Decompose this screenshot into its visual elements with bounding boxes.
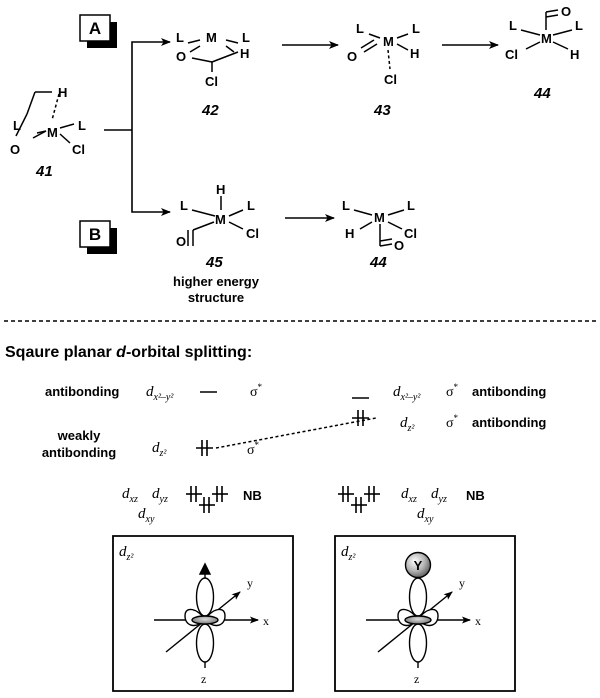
- atom-cl: Cl: [404, 226, 417, 241]
- atom-l-right: L: [242, 30, 250, 45]
- atom-cl: Cl: [384, 72, 397, 87]
- structure-42: L M L O H Cl 42: [176, 30, 250, 119]
- compound-number-43: 43: [373, 102, 391, 119]
- atom-cl: Cl: [205, 74, 218, 89]
- orbital-dxz-left: dxz: [122, 486, 138, 505]
- atom-l-right: L: [247, 198, 255, 213]
- box-label-dz2-right: dz²: [341, 544, 356, 563]
- label-antibonding-dz2-right: antibonding: [472, 415, 546, 430]
- sigma-dz2-left: σ*: [247, 440, 260, 458]
- atom-l-left: L: [356, 21, 364, 36]
- structure-45: H L M L O Cl 45 higher energy structure: [173, 182, 260, 305]
- atom-cl: Cl: [505, 47, 518, 62]
- sigma-dx2y2-left: σ*: [250, 382, 263, 400]
- axis-z-right: z: [414, 672, 419, 686]
- atom-m: M: [383, 34, 394, 49]
- atom-l-left: L: [180, 198, 188, 213]
- pathway-a-label: A: [80, 15, 117, 48]
- orbital-dx2y2-right: dx²–y²: [393, 384, 421, 403]
- label-nb-right: NB: [466, 488, 485, 503]
- atom-l-left: L: [13, 118, 21, 133]
- atom-m: M: [215, 212, 226, 227]
- orbital-dz2-right: dz²: [400, 415, 415, 434]
- structure-44-top: O L M L Cl H 44: [505, 4, 583, 102]
- atom-o: O: [176, 234, 186, 249]
- atom-h: H: [570, 47, 579, 62]
- label-antibonding-dx2y2-left: antibonding: [45, 384, 119, 399]
- sigma-dx2y2-right: σ*: [446, 382, 459, 400]
- atom-h: H: [345, 226, 354, 241]
- pathway-a-letter: A: [89, 19, 101, 38]
- structure-41: H L M L O Cl 41: [10, 85, 86, 180]
- label-antibonding-dz2-left: antibonding: [42, 445, 116, 460]
- atom-m: M: [206, 30, 217, 45]
- orbital-box-right: dz² Y y x z: [335, 536, 515, 691]
- atom-cl: Cl: [246, 226, 259, 241]
- atom-l-right: L: [407, 198, 415, 213]
- atom-m: M: [541, 31, 552, 46]
- atom-o: O: [394, 238, 404, 253]
- level-dz2-right: [352, 410, 369, 426]
- compound-number-42: 42: [201, 102, 219, 119]
- substituent-y: Y: [414, 558, 423, 573]
- orbital-dxy-left: dxy: [138, 506, 155, 525]
- box-label-dz2-left: dz²: [119, 544, 134, 563]
- compound-number-44: 44: [533, 85, 551, 102]
- atom-m: M: [374, 210, 385, 225]
- compound-number-41: 41: [35, 163, 53, 180]
- axis-y-left: y: [247, 576, 253, 590]
- atom-h: H: [58, 85, 67, 100]
- atom-h: H: [216, 182, 225, 197]
- atom-o: O: [347, 49, 357, 64]
- dz2-orbital-lobes-with-substituent: [366, 553, 471, 669]
- axis-y-right: y: [459, 576, 465, 590]
- orbital-dyz-left: dyz: [152, 486, 168, 505]
- atom-l-right: L: [412, 21, 420, 36]
- atom-o: O: [10, 142, 20, 157]
- structure-44-bottom: L M L H Cl O 44: [342, 198, 417, 271]
- dz2-orbital-lobes: [154, 564, 259, 668]
- axis-x-right: x: [475, 614, 481, 628]
- orbital-dz2-left: dz²: [152, 440, 167, 459]
- orbital-dxz-right: dxz: [401, 486, 417, 505]
- orbital-dx2y2-left: dx²–y²: [146, 384, 174, 403]
- levels-nb-left: [186, 486, 228, 513]
- levels-nb-right: [338, 486, 380, 513]
- atom-cl: Cl: [72, 142, 85, 157]
- axis-z-left: z: [201, 672, 206, 686]
- right-splitting: dx²–y² σ* antibonding dz² σ* antibonding…: [338, 382, 546, 525]
- orbital-dxy-right: dxy: [417, 506, 434, 525]
- correlation-line-dz2: [216, 418, 376, 448]
- atom-m: M: [47, 125, 58, 140]
- level-dz2-left: [196, 440, 213, 456]
- axis-x-left: x: [263, 614, 269, 628]
- atom-l-left: L: [176, 30, 184, 45]
- compound-number-45: 45: [205, 254, 223, 271]
- note-higher-energy: higher energy: [173, 274, 260, 289]
- atom-o: O: [176, 49, 186, 64]
- left-splitting: antibonding dx²–y² σ* weakly antibonding…: [42, 382, 263, 525]
- label-nb-left: NB: [243, 488, 262, 503]
- pathway-b-label: B: [80, 221, 117, 254]
- atom-l-right: L: [575, 18, 583, 33]
- atom-h: H: [410, 46, 419, 61]
- structure-43: L M L O H Cl 43: [347, 21, 420, 119]
- note-structure: structure: [188, 290, 244, 305]
- sigma-dz2-right: σ*: [446, 413, 459, 431]
- atom-l-left: L: [342, 198, 350, 213]
- atom-l-left: L: [509, 18, 517, 33]
- label-weakly: weakly: [57, 428, 101, 443]
- atom-l-right: L: [78, 118, 86, 133]
- reaction-arrows: [282, 41, 499, 222]
- splitting-title: Sqaure planar d-orbital splitting:: [5, 344, 252, 361]
- branch-connector: [104, 38, 171, 216]
- orbital-box-left: dz² y x z: [113, 536, 293, 691]
- atom-h: H: [240, 46, 249, 61]
- atom-o: O: [561, 4, 571, 19]
- orbital-dyz-right: dyz: [431, 486, 447, 505]
- label-antibonding-dx2y2-right: antibonding: [472, 384, 546, 399]
- pathway-b-letter: B: [89, 225, 101, 244]
- compound-number-44: 44: [369, 254, 387, 271]
